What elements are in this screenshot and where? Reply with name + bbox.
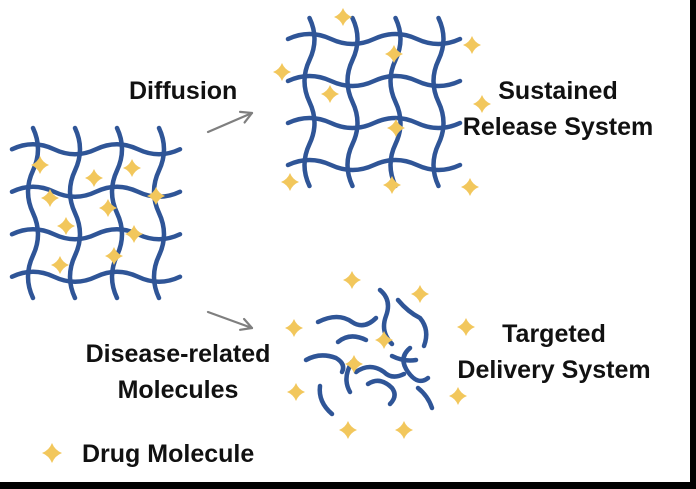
drug-molecule-icon [99, 199, 117, 217]
disease-molecules-label: Disease-related Molecules [62, 336, 294, 408]
initial-network-v-strand [67, 125, 83, 301]
drug-molecule-icon [287, 383, 305, 401]
hydrogel-network-sustained [285, 15, 463, 189]
initial-network-v-strand [109, 125, 125, 301]
initial-network-v-strand [25, 125, 41, 301]
network-fragment [317, 383, 335, 417]
hydrogel-network-initial [9, 125, 183, 301]
legend-drug-label: Drug Molecule [82, 440, 255, 468]
drug-molecule-icon [281, 173, 299, 191]
targeting-arrow [206, 310, 254, 330]
drug-molecule-icon [375, 331, 393, 349]
disease-label-line2: Molecules [117, 376, 239, 404]
drug-molecule-icon [463, 36, 481, 54]
sustained-network-v-strand [431, 15, 446, 189]
drug-molecule-icon [41, 189, 59, 207]
drug-molecule-icon [334, 8, 352, 26]
drug-molecule-icon [343, 271, 361, 289]
drug-molecule-icon [395, 421, 413, 439]
network-fragment [365, 378, 397, 407]
sustained-network-v-strand [302, 15, 317, 189]
initial-network-v-strand [151, 125, 167, 301]
network-fragment [395, 297, 429, 349]
drug-molecule-icon [147, 187, 165, 205]
sustained-network-h-strand [285, 31, 463, 47]
drug-molecule-icon [273, 63, 291, 81]
sustained-network-v-strand [345, 15, 360, 189]
drug-molecule-icon [411, 285, 429, 303]
drug-molecule-icon [321, 85, 339, 103]
sustained-network-h-strand [285, 73, 463, 89]
network-fragment [315, 314, 379, 328]
network-fragment [335, 334, 369, 345]
targeted-delivery-label: Targeted Delivery System [434, 316, 674, 388]
drug-molecule-icon [57, 217, 75, 235]
drug-molecule-icon [383, 176, 401, 194]
targeting-arrow-head [239, 317, 254, 331]
sustained-release-label: Sustained Release System [440, 73, 676, 145]
drug-molecule-icon [31, 156, 49, 174]
drug-molecule-icon [457, 318, 475, 336]
initial-network-h-strand [9, 227, 183, 242]
initial-network-h-strand [9, 142, 183, 157]
network-fragment [353, 364, 407, 379]
legend-drug-icon [42, 443, 62, 463]
diffusion-arrow [206, 111, 254, 134]
diffusion-label: Diffusion [129, 77, 238, 105]
drug-molecule-icon [473, 95, 491, 113]
drug-molecule-icon [449, 387, 467, 405]
drug-molecule-icon [387, 119, 405, 137]
drug-molecule-icon [125, 225, 143, 243]
diffusion-arrow-head [238, 110, 254, 124]
drug-molecules [31, 8, 491, 463]
targeted-label-line1: Targeted [502, 320, 606, 348]
targeted-label-line2: Delivery System [457, 356, 651, 384]
sustained-label-line1: Sustained [498, 77, 618, 105]
network-fragment [389, 353, 419, 363]
network-fragment [415, 385, 435, 411]
drug-molecule-icon [123, 159, 141, 177]
diagram-panel [0, 0, 690, 482]
drug-molecule-icon [461, 178, 479, 196]
initial-network-h-strand [9, 269, 183, 284]
drug-molecule-icon [385, 45, 403, 63]
drug-molecule-icon [51, 256, 69, 274]
disease-label-line1: Disease-related [85, 340, 271, 368]
drug-molecule-icon [345, 355, 363, 373]
drug-molecule-icon [339, 421, 357, 439]
sustained-network-v-strand [388, 15, 403, 189]
drug-molecule-icon [105, 247, 123, 265]
drug-molecule-icon [85, 169, 103, 187]
drug-molecule-icon [285, 319, 303, 337]
sustained-label-line2: Release System [462, 113, 654, 141]
network-fragment [303, 353, 346, 375]
sustained-network-h-strand [285, 157, 463, 173]
sustained-network-h-strand [285, 115, 463, 131]
hydrogel-network-degraded [303, 287, 435, 417]
network-fragment [401, 345, 431, 384]
process-arrows [206, 110, 254, 331]
